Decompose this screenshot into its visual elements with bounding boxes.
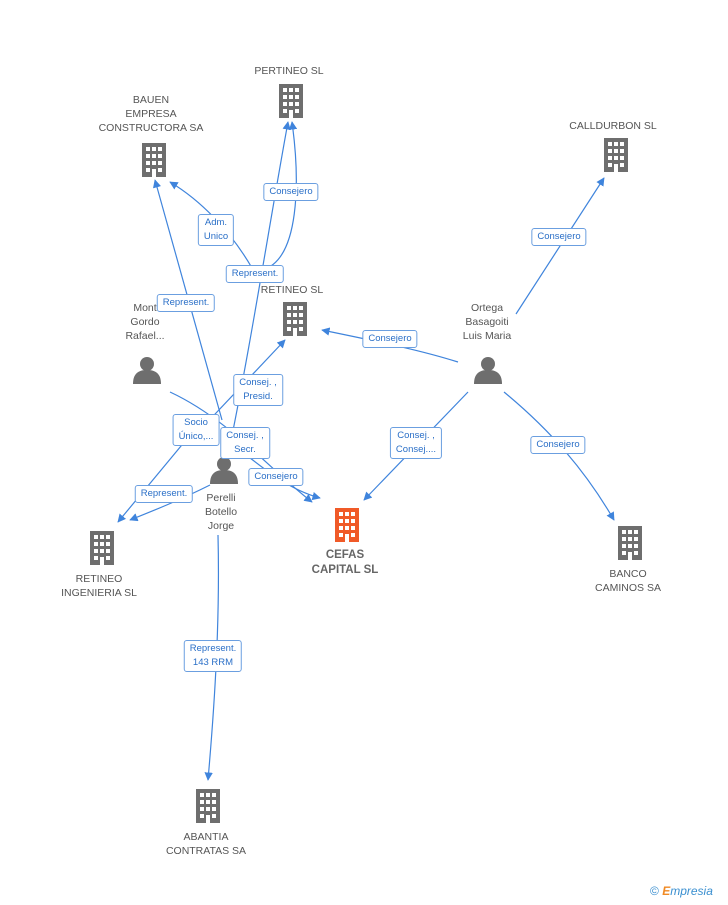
edge-label-consejero-retineo[interactable]: Consejero — [362, 330, 418, 348]
abantia-building-icon — [196, 789, 220, 823]
banco-building-icon — [618, 526, 642, 560]
edge-label-consejero-banco[interactable]: Consejero — [530, 436, 586, 454]
edge-label-consejero-calldurbon[interactable]: Consejero — [531, 228, 587, 246]
mont-person-icon — [133, 357, 161, 384]
cefas-building-icon — [335, 508, 359, 542]
edge-label-represent-retineo-ing[interactable]: Represent. — [134, 485, 194, 503]
edge-label-consej-secr[interactable]: Consej. , Secr. — [220, 427, 270, 459]
node-label-bauen[interactable]: BAUEN EMPRESA CONSTRUCTORA SA — [98, 94, 204, 134]
node-label-ortega[interactable]: Ortega Basagoiti Luis Maria — [462, 302, 512, 342]
edge-label-consej-presid[interactable]: Consej. , Presid. — [233, 374, 283, 406]
perelli-person-icon — [210, 457, 238, 484]
edge-label-consejero-pertineo[interactable]: Consejero — [263, 183, 319, 201]
edge-perelli-retineo-ing — [129, 484, 211, 522]
edge-label-represent-bauen[interactable]: Represent. — [156, 294, 216, 312]
edge-label-consej-consej[interactable]: Consej. , Consej.... — [389, 427, 443, 459]
node-label-perelli[interactable]: Perelli Botello Jorge — [204, 492, 238, 532]
edge-mont-pertineo-consejero — [261, 121, 298, 271]
edge-label-represent-143-rrm[interactable]: Represent. 143 RRM — [183, 640, 243, 672]
edge-label-represent-pertineo[interactable]: Represent. — [225, 265, 285, 283]
ortega-person-icon — [474, 357, 502, 384]
edge-mont-retineo-ing — [117, 439, 187, 523]
edge-perelli-pertineo-represent — [227, 121, 291, 456]
node-label-abantia[interactable]: ABANTIA CONTRATAS SA — [165, 831, 247, 857]
edge-label-adm-unico[interactable]: Adm. Unico — [197, 214, 235, 246]
node-label-mont[interactable]: Mont Gordo Rafael... — [125, 302, 165, 342]
bauen-building-icon — [142, 143, 166, 177]
edge-label-socio-unico[interactable]: Socio Único,... — [172, 414, 220, 446]
node-label-banco[interactable]: BANCO CAMINOS SA — [595, 568, 661, 594]
node-label-cefas[interactable]: CEFAS CAPITAL SL — [311, 549, 379, 576]
pertineo-building-icon — [279, 84, 303, 118]
retineo-building-icon — [283, 302, 307, 336]
node-label-retineo[interactable]: RETINEO SL — [260, 284, 324, 296]
edge-ortega-calldurbon — [515, 177, 605, 315]
calldurbon-building-icon — [604, 138, 628, 172]
node-label-retineo-ingenieria[interactable]: RETINEO INGENIERIA SL — [61, 573, 137, 599]
copyright-icon: © — [650, 884, 659, 898]
empresia-logo[interactable]: © Empresia — [650, 884, 713, 898]
node-label-pertineo[interactable]: PERTINEO SL — [254, 65, 324, 77]
retineo-ing-building-icon — [90, 531, 114, 565]
edge-label-consejero-cefas[interactable]: Consejero — [248, 468, 304, 486]
node-label-calldurbon[interactable]: CALLDURBON SL — [569, 120, 657, 132]
edge-ortega-banco — [503, 391, 615, 521]
